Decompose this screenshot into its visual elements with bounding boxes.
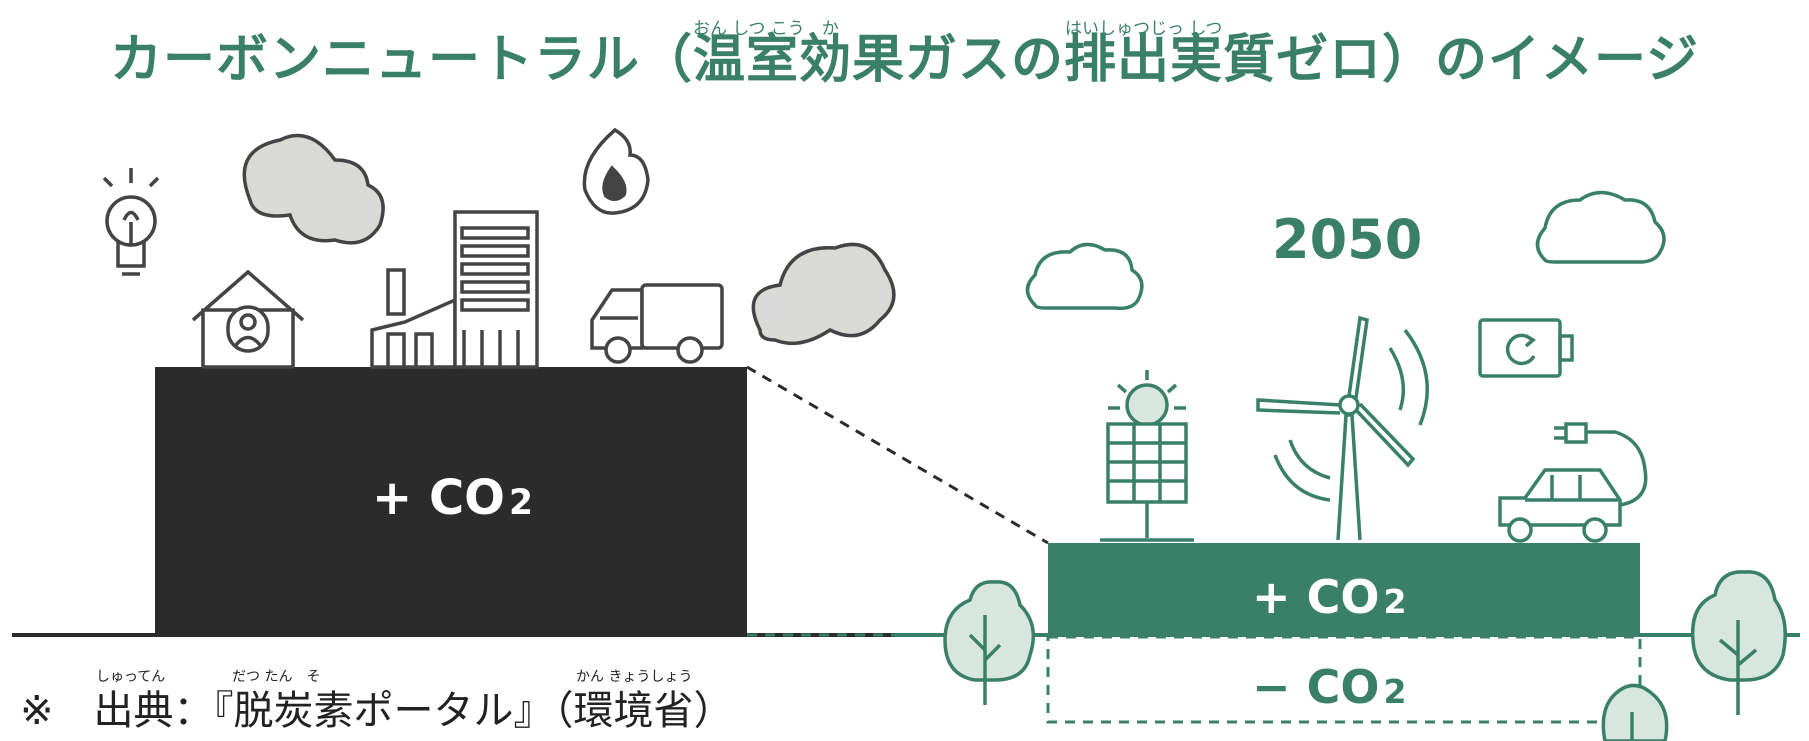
title-ruby-2: はいしゅつじっ しつ [1065,19,1223,39]
flame-icon [582,127,650,215]
source-ruby-3: かん きょうしょう [576,669,693,685]
tree-icon [943,580,1036,705]
source-citation: ※ 出典：『脱炭素ポータル』（環境省） [20,688,734,734]
emission-block-green [1048,543,1640,635]
house-icon [191,269,305,369]
source-ruby-1: しゅってん [96,669,166,685]
emission-block [155,367,747,637]
tree-icon [1601,683,1669,741]
smoke-cloud-icon [242,133,385,245]
title-area: おん しつ こう か はいしゅつじっ しつ カーボンニュートラル（温室効果ガスの… [0,0,1809,100]
source-ruby-2: だつ たん そ [232,669,321,685]
target-year: 2050 [1272,208,1423,271]
lightbulb-icon [102,168,160,276]
connector-line-top [746,365,1049,545]
absorption-block [1046,635,1642,724]
wind-turbine-icon [1256,315,1430,541]
title-ruby-1: おん しつ こう か [693,19,839,39]
smoke-cloud-icon [751,242,896,346]
electric-car-icon [1498,422,1648,543]
tree-icon [1690,570,1787,715]
solar-panel-icon [1100,370,1194,542]
cloud-icon [1025,242,1144,311]
factory-icon [370,268,457,369]
building-icon [453,210,539,369]
truck-icon [590,283,724,364]
page-title: カーボンニュートラル（温室効果ガスの排出実質ゼロ）のイメージ [110,30,1699,90]
cloud-icon [1535,190,1666,264]
battery-icon [1478,318,1574,378]
